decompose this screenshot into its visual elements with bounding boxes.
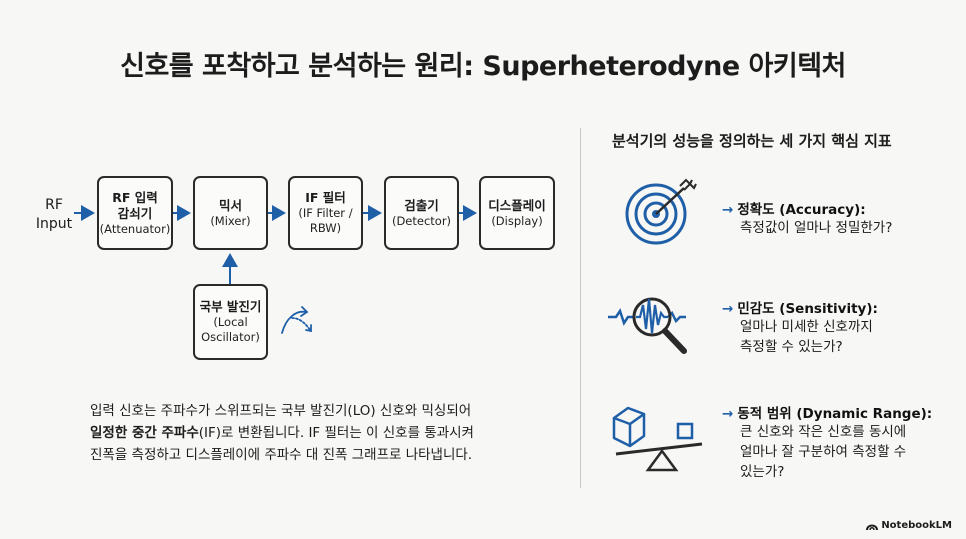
metric-sensitivity-desc: 얼마나 미세한 신호까지 측정할 수 있는가? [740, 319, 873, 355]
vertical-divider [580, 128, 581, 488]
metric-accuracy-label: 정확도 (Accuracy): [737, 202, 866, 218]
mixer-title: 믹서 [218, 197, 242, 213]
oscillator-subtitle: (Local Oscillator) [201, 315, 260, 344]
attenuator-subtitle: (Attenuator) [99, 221, 171, 236]
metric-sensitivity-title: →민감도 (Sensitivity): [722, 297, 878, 317]
signal-magnifier-icon [608, 297, 687, 354]
if-filter-subtitle: (IF Filter / RBW) [298, 206, 353, 235]
description-emphasis: 일정한 중간 주파수 [90, 425, 199, 441]
metric-dynamic-range-desc: 큰 신호와 작은 신호를 동시에 얼마나 잘 구분하여 측정할 수 있는가? [740, 424, 907, 480]
arrow-icon: → [722, 406, 734, 422]
metric-sensitivity-label: 민감도 (Sensitivity): [737, 301, 878, 317]
mixer-block: 믹서 (Mixer) [193, 176, 268, 250]
metric-dynamic-range-title: →동적 범위 (Dynamic Range): [722, 402, 932, 422]
metric-accuracy-title: →정확도 (Accuracy): [722, 198, 866, 218]
description-paragraph: 입력 신호는 주파수가 스위프되는 국부 발진기(LO) 신호와 믹싱되어 일정… [90, 400, 550, 466]
balance-icon [612, 406, 703, 472]
detector-block: 검출기 (Detector) [384, 176, 459, 250]
if-filter-title: IF 필터 [305, 190, 346, 205]
description-line-3: 진폭을 측정하고 디스플레이에 주파수 대 진폭 그래프로 나타냅니다. [90, 447, 473, 463]
sweep-icon [281, 306, 312, 334]
if-filter-block: IF 필터 (IF Filter / RBW) [288, 176, 363, 250]
arrow-icon: → [722, 202, 734, 218]
brand-logo: NotebookLM [866, 520, 952, 531]
page-title: 신호를 포착하고 분석하는 원리: Superheterodyne 아키텍처 [120, 51, 846, 82]
metrics-section-title: 분석기의 성능을 정의하는 세 가지 핵심 지표 [612, 132, 892, 150]
target-icon [625, 178, 697, 245]
brand-name: NotebookLM [881, 520, 952, 531]
rf-input-label: RF Input [35, 197, 73, 232]
description-line-2: 일정한 중간 주파수(IF)로 변환됩니다. IF 필터는 이 신호를 통과시켜 [90, 422, 550, 444]
detector-subtitle: (Detector) [391, 213, 452, 228]
description-line-1: 입력 신호는 주파수가 스위프되는 국부 발진기(LO) 신호와 믹싱되어 [90, 403, 472, 419]
oscillator-title: 국부 발진기 [199, 299, 262, 314]
metric-accuracy-desc: 측정값이 얼마나 정밀한가? [740, 220, 893, 236]
mixer-subtitle: (Mixer) [210, 213, 251, 228]
oscillator-block: 국부 발진기 (Local Oscillator) [193, 284, 268, 360]
display-subtitle: (Display) [491, 213, 543, 228]
display-title: 디스플레이 [488, 197, 546, 213]
description-line-2-rest: (IF)로 변환됩니다. IF 필터는 이 신호를 통과시켜 [198, 425, 474, 441]
detector-title: 검출기 [404, 197, 439, 213]
notebooklm-icon [866, 524, 879, 530]
display-block: 디스플레이 (Display) [479, 176, 555, 250]
metric-dynamic-range-label: 동적 범위 (Dynamic Range): [737, 406, 933, 422]
attenuator-block: RF 입력 감쇠기 (Attenuator) [97, 176, 173, 250]
attenuator-title: RF 입력 감쇠기 [112, 189, 158, 221]
arrow-icon: → [722, 301, 734, 317]
